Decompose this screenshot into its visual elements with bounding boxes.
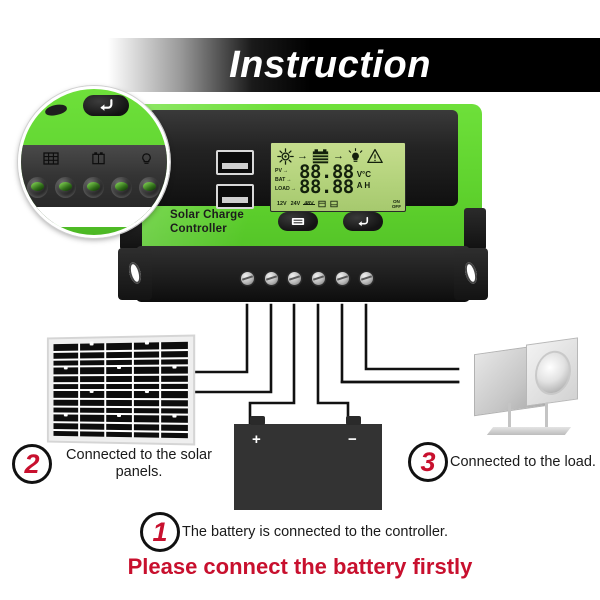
battery-negative-terminal xyxy=(346,416,361,425)
shell-notch xyxy=(44,102,68,118)
lcd-unit-amp-hour: A H xyxy=(356,181,371,190)
lcd-status-icons: → → xyxy=(277,147,401,165)
lamp-head xyxy=(526,337,578,407)
arrow-right-icon-2: → xyxy=(333,149,344,162)
sealed-battery-icon xyxy=(318,200,326,208)
closeup-terminal-4[interactable] xyxy=(111,177,132,198)
solar-panel xyxy=(46,334,196,446)
back-button[interactable] xyxy=(343,212,383,231)
mount-tab-right xyxy=(464,208,486,250)
solar-panel-icon xyxy=(43,152,59,165)
controller-front-panel: → → xyxy=(148,110,458,212)
gel-battery-icon xyxy=(330,200,338,208)
step-2-callout: 2 Connected to the solar panels. xyxy=(12,444,262,484)
return-arrow-icon xyxy=(358,216,369,226)
step-2-text: Connected to the solar panels. xyxy=(66,447,212,480)
return-arrow-icon xyxy=(100,99,113,111)
closeup-terminal-2[interactable] xyxy=(55,177,76,198)
battery-negative-label: − xyxy=(348,431,357,448)
load-flood-light xyxy=(470,335,582,447)
battery-icon xyxy=(312,148,329,163)
lcd-label-pv: PV xyxy=(275,167,282,174)
lcd-digits-line2: 88.88 xyxy=(299,176,354,198)
mount-ear-right xyxy=(454,248,488,300)
usb-port-top[interactable] xyxy=(216,150,254,175)
lamp-lens xyxy=(535,348,571,398)
final-warning-note: Please connect the battery firstly xyxy=(127,554,473,579)
bulb-icon xyxy=(142,153,151,164)
controller-brand-label: Solar Charge Controller xyxy=(170,208,244,236)
step-1-number: 1 xyxy=(140,512,180,552)
step-1-text: The battery is connected to the controll… xyxy=(182,523,448,540)
lcd-voltage-24v: 24V xyxy=(290,201,301,207)
lcd-voltage-48v: 48V xyxy=(303,201,315,207)
sun-icon xyxy=(277,147,294,165)
lcd-display: → → xyxy=(270,142,406,212)
lcd-voltage-12v: 12V xyxy=(277,201,287,207)
terminal-screw-5[interactable] xyxy=(336,272,349,285)
bulb-icon xyxy=(348,147,363,162)
step-3-text: Connected to the load. xyxy=(450,453,596,470)
terminal-screw-3[interactable] xyxy=(288,272,301,285)
menu-icon xyxy=(291,218,305,225)
lcd-off-label: OFF xyxy=(391,204,401,209)
step-3-callout: 3 Connected to the load. xyxy=(408,442,598,482)
lcd-readout: PV→ BAT→ LOAD→ 88.88 88.88 V°C A H xyxy=(275,161,403,198)
battery-positive-label: + xyxy=(252,431,261,448)
mount-ear-left xyxy=(118,248,152,300)
terminal-screw-1[interactable] xyxy=(241,272,254,285)
step-3-number: 3 xyxy=(408,442,448,482)
lcd-label-bat: BAT xyxy=(275,176,286,183)
solar-panel-cells xyxy=(53,340,188,439)
lcd-onoff-indicator: ON OFF xyxy=(392,199,401,209)
brand-line-2: Controller xyxy=(170,223,227,235)
page-title: Instruction xyxy=(229,43,431,86)
closeup-terminal-1[interactable] xyxy=(27,177,48,198)
lcd-digits-line1: 88.88 xyxy=(299,161,354,183)
terminal-screw-2[interactable] xyxy=(265,272,278,285)
menu-button[interactable] xyxy=(278,212,318,231)
terminal-screw-4[interactable] xyxy=(312,272,325,285)
lcd-on-label: ON xyxy=(392,199,400,204)
terminal-closeup-magnifier xyxy=(18,86,170,238)
closeup-terminal-6[interactable] xyxy=(163,177,167,198)
battery-icon xyxy=(92,152,105,165)
warning-triangle-icon xyxy=(367,148,383,164)
closeup-terminal-3[interactable] xyxy=(83,177,104,198)
arrow-right-icon-1: → xyxy=(297,149,308,162)
usb-port-bottom[interactable] xyxy=(216,184,254,209)
lcd-unit-volt-celsius: V°C xyxy=(356,170,372,179)
brand-line-1: Solar Charge xyxy=(170,209,244,221)
solar-charge-controller: → → xyxy=(118,96,488,311)
lcd-label-load: LOAD xyxy=(275,185,290,192)
controller-terminal-block xyxy=(136,246,470,302)
closeup-terminal-5[interactable] xyxy=(139,177,160,198)
lcd-units: V°C A H xyxy=(357,169,371,191)
closeup-bottom-strip xyxy=(21,207,167,227)
lcd-source-labels: PV→ BAT→ LOAD→ xyxy=(275,167,296,192)
terminal-screw-6[interactable] xyxy=(360,272,373,285)
closeup-terminal-icons xyxy=(21,151,167,171)
lamp-base-shadow xyxy=(486,427,572,435)
header-banner xyxy=(0,38,600,92)
battery-positive-terminal xyxy=(250,416,265,425)
lcd-bottom-indicators: 12V 24V 48V ON OFF xyxy=(277,198,401,210)
step-2-number: 2 xyxy=(12,444,52,484)
closeup-back-button[interactable] xyxy=(83,95,129,116)
step-1-callout: 1 The battery is connected to the contro… xyxy=(140,512,540,552)
battery: + − xyxy=(234,416,382,510)
usb-port-group xyxy=(216,150,254,212)
